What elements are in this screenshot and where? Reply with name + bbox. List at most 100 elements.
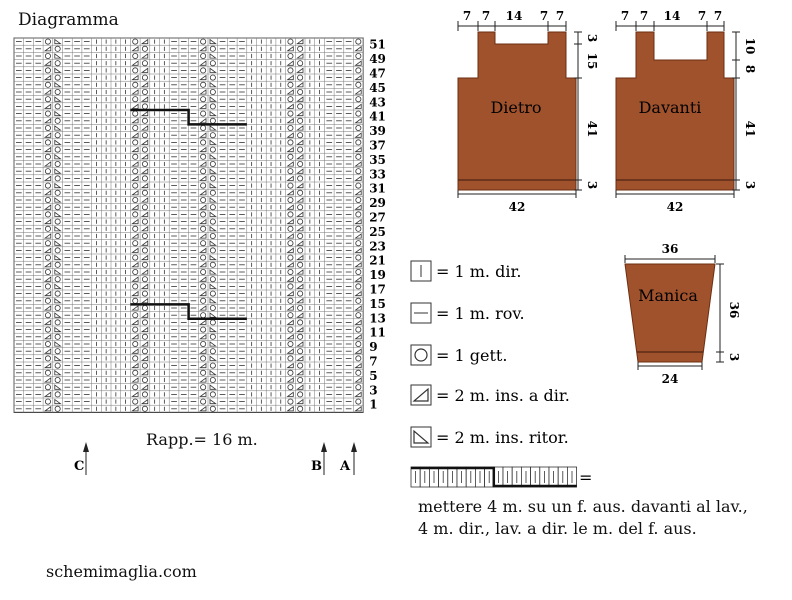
chart-cell	[354, 60, 362, 66]
chart-cell	[131, 60, 139, 66]
back-dim-top-2: 7	[482, 9, 490, 23]
chart-cell	[141, 89, 148, 96]
chart-cell	[54, 125, 62, 131]
chart-cell	[199, 391, 207, 397]
repeat-marker: A	[339, 442, 357, 475]
back-dim-top-3: 14	[506, 9, 523, 23]
chart-cell	[355, 225, 362, 232]
row-number: 17	[369, 283, 386, 297]
chart-cell	[209, 405, 216, 412]
chart-cell	[209, 297, 217, 304]
chart-cell	[355, 240, 362, 247]
chart-cell	[296, 269, 304, 275]
chart-cell	[131, 204, 139, 210]
cable-desc-line-1: mettere 4 m. su un f. aus. davanti al la…	[418, 497, 748, 516]
chart-cell	[132, 240, 139, 247]
chart-cell	[296, 182, 304, 189]
chart-cell	[43, 261, 52, 268]
chart-cell	[54, 218, 61, 225]
chart-cell	[297, 276, 304, 283]
chart-cell	[43, 233, 52, 239]
chart-cell	[287, 153, 294, 160]
chart-cell	[54, 67, 62, 73]
chart-cell	[132, 168, 139, 175]
chart-cell	[355, 96, 362, 103]
chart-cell	[54, 204, 61, 211]
chart-cell	[355, 168, 362, 175]
front-dim-top-1: 7	[621, 9, 629, 23]
chart-cell	[54, 398, 62, 405]
chart-cell	[200, 53, 207, 60]
chart-cell	[286, 146, 294, 153]
chart-cell	[54, 290, 61, 297]
chart-cell	[131, 377, 139, 383]
chart-cell	[287, 225, 294, 232]
chart-cell	[141, 60, 148, 67]
chart-cell	[354, 333, 362, 340]
chart-cell	[54, 211, 62, 217]
chart-cell	[287, 240, 294, 247]
chart-cell	[354, 305, 362, 311]
chart-cell	[54, 160, 61, 167]
row-number: 13	[369, 311, 386, 325]
chart-cell	[140, 326, 149, 333]
chart-cell	[44, 96, 51, 103]
chart-cell	[297, 218, 304, 225]
chart-cell	[209, 269, 217, 275]
back-dim-right-3: 41	[585, 121, 599, 138]
row-number: 31	[369, 182, 386, 196]
chart-cell	[200, 67, 207, 74]
chart-cell	[200, 96, 207, 103]
chart-cell	[132, 67, 139, 74]
chart-cell	[43, 89, 52, 95]
chart-cell	[43, 405, 52, 412]
chart-cell	[287, 125, 294, 132]
chart-cell	[43, 333, 52, 340]
chart-cell	[287, 297, 294, 304]
purl-legend-text: = 1 m. rov.	[436, 304, 525, 323]
chart-cell	[286, 391, 294, 397]
chart-cell	[131, 247, 139, 253]
chart-cell	[132, 211, 139, 218]
chart-cell	[44, 384, 51, 391]
chart-cell	[140, 398, 149, 405]
chart-cell	[297, 45, 304, 52]
chart-cell	[287, 398, 294, 405]
chart-cell	[140, 67, 149, 73]
chart-cell	[141, 391, 148, 398]
row-number: 47	[369, 67, 386, 81]
chart-cell	[296, 67, 304, 73]
row-number: 49	[369, 52, 386, 66]
chart-cell	[287, 53, 294, 60]
yarn-over-symbol	[410, 344, 432, 366]
chart-cell	[354, 74, 362, 81]
cable-legend-description: mettere 4 m. su un f. aus. davanti al la…	[418, 496, 748, 540]
chart-cell	[131, 189, 139, 196]
chart-cell	[54, 348, 61, 355]
chart-cell	[54, 341, 62, 347]
chart-cell	[286, 45, 294, 52]
chart-cell	[54, 139, 62, 145]
chart-cell	[44, 297, 51, 304]
chart-cell	[354, 117, 362, 124]
chart-cell	[354, 103, 362, 109]
back-dim-right-1: 3	[585, 34, 599, 42]
chart-cell	[354, 204, 362, 210]
chart-cell	[296, 283, 304, 289]
chart-cell	[355, 268, 362, 275]
chart-cell	[141, 348, 148, 355]
chart-cell	[43, 146, 52, 153]
chart-cell	[297, 261, 304, 268]
chart-cell	[296, 312, 304, 318]
chart-cell	[286, 89, 294, 95]
chart-cell	[132, 268, 139, 275]
chart-cell	[355, 81, 362, 88]
chart-cell	[354, 132, 362, 138]
chart-cell	[43, 175, 52, 181]
sleeve-dim-right-2: 3	[727, 353, 741, 361]
chart-cell	[200, 297, 207, 304]
chart-cell	[287, 38, 294, 45]
chart-cell	[286, 74, 294, 81]
chart-cell	[354, 261, 362, 268]
